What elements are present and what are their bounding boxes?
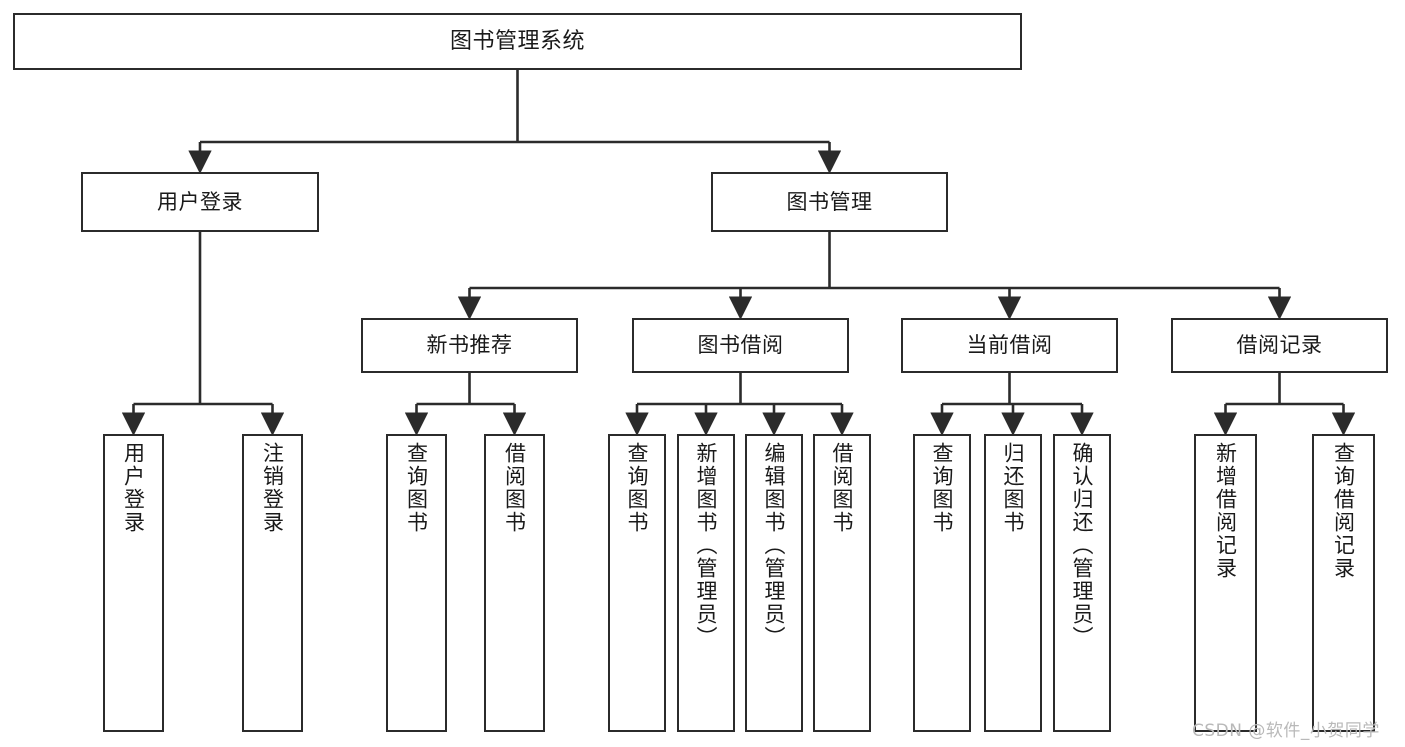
node-leaf-logout[interactable]: 注销登录: [242, 434, 303, 732]
node-label: 查询图书: [930, 442, 955, 534]
node-label: 编辑图书（管理员）: [762, 442, 787, 649]
node-label: 确认归还（管理员）: [1070, 442, 1095, 649]
csdn-watermark: CSDN @软件_小贺同学: [1192, 721, 1380, 741]
node-leaf-b-book-2[interactable]: 借阅图书: [813, 434, 871, 732]
node-label: 图书管理: [786, 189, 873, 214]
node-book-manage[interactable]: 图书管理: [711, 172, 948, 232]
node-leaf-add-rec[interactable]: 新增借阅记录: [1194, 434, 1257, 732]
node-current-borrow[interactable]: 当前借阅: [901, 318, 1118, 373]
node-label: 新书推荐: [426, 333, 513, 358]
node-leaf-edit-book[interactable]: 编辑图书（管理员）: [745, 434, 803, 732]
node-label: 查询图书: [625, 442, 650, 534]
node-label: 当前借阅: [966, 333, 1053, 358]
node-label: 借阅图书: [830, 442, 855, 534]
node-label: 归还图书: [1001, 442, 1026, 534]
node-user-login[interactable]: 用户登录: [81, 172, 319, 232]
node-label: 查询借阅记录: [1331, 442, 1356, 580]
node-label: 用户登录: [121, 442, 146, 534]
node-leaf-confirm[interactable]: 确认归还（管理员）: [1053, 434, 1111, 732]
node-leaf-q-rec[interactable]: 查询借阅记录: [1312, 434, 1375, 732]
node-label: 新增借阅记录: [1213, 442, 1238, 580]
node-leaf-add-book[interactable]: 新增图书（管理员）: [677, 434, 735, 732]
node-leaf-return[interactable]: 归还图书: [984, 434, 1042, 732]
node-label: 图书借阅: [697, 333, 784, 358]
node-root[interactable]: 图书管理系统: [13, 13, 1022, 70]
node-label: 查询图书: [404, 442, 429, 534]
node-leaf-q-book-1[interactable]: 查询图书: [386, 434, 447, 732]
node-leaf-b-book-1[interactable]: 借阅图书: [484, 434, 545, 732]
node-leaf-q-book-2[interactable]: 查询图书: [608, 434, 666, 732]
node-leaf-login[interactable]: 用户登录: [103, 434, 164, 732]
node-label: 新增图书（管理员）: [694, 442, 719, 649]
node-label: 借阅图书: [502, 442, 527, 534]
node-label: 图书管理系统: [449, 28, 585, 54]
node-book-borrow[interactable]: 图书借阅: [632, 318, 849, 373]
node-new-book-rec[interactable]: 新书推荐: [361, 318, 578, 373]
node-borrow-record[interactable]: 借阅记录: [1171, 318, 1388, 373]
node-label: 注销登录: [260, 442, 285, 534]
node-leaf-q-book-3[interactable]: 查询图书: [913, 434, 971, 732]
node-label: 借阅记录: [1236, 333, 1323, 358]
node-label: 用户登录: [157, 189, 243, 214]
